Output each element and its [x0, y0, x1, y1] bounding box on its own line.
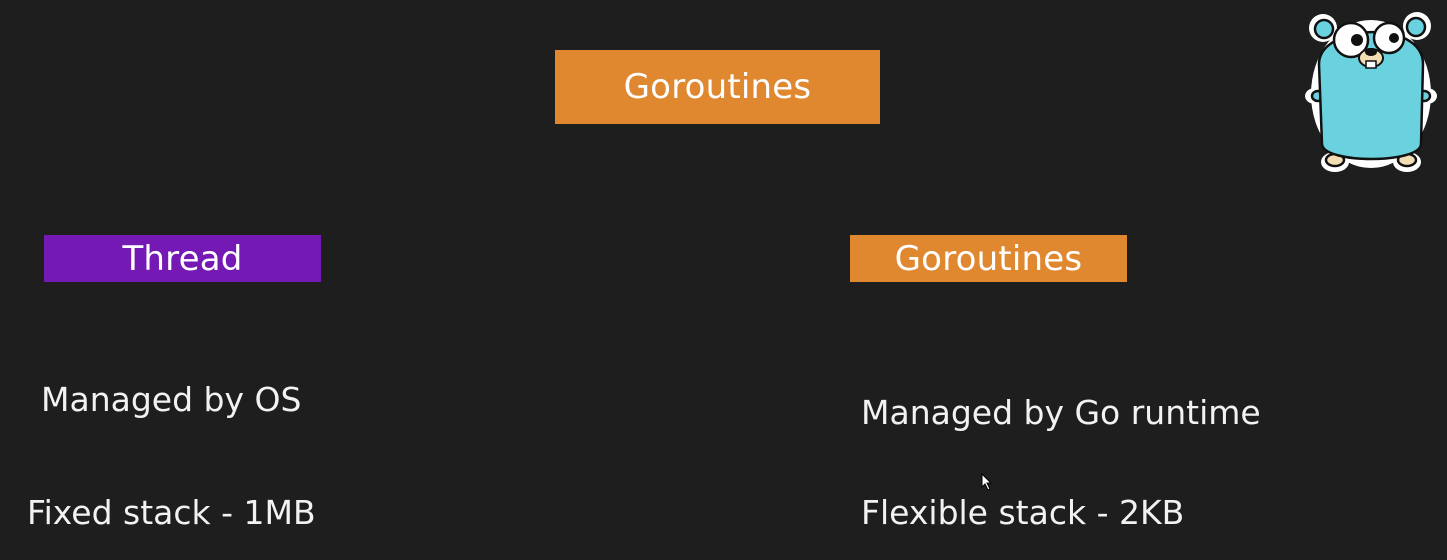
thread-stack-text: Fixed stack - 1MB: [27, 493, 316, 532]
title-box: Goroutines: [555, 50, 880, 124]
gopher-mascot-icon: [1305, 12, 1437, 172]
thread-managed-text: Managed by OS: [41, 380, 302, 419]
goroutines-heading-box: Goroutines: [850, 235, 1127, 282]
goroutine-managed-text: Managed by Go runtime: [861, 393, 1261, 432]
thread-heading-box: Thread: [44, 235, 321, 282]
goroutines-heading-label: Goroutines: [894, 238, 1083, 279]
mouse-cursor-icon: [981, 473, 993, 491]
thread-heading-label: Thread: [122, 238, 243, 279]
title-label: Goroutines: [623, 67, 812, 107]
goroutine-stack-text: Flexible stack - 2KB: [861, 493, 1185, 532]
